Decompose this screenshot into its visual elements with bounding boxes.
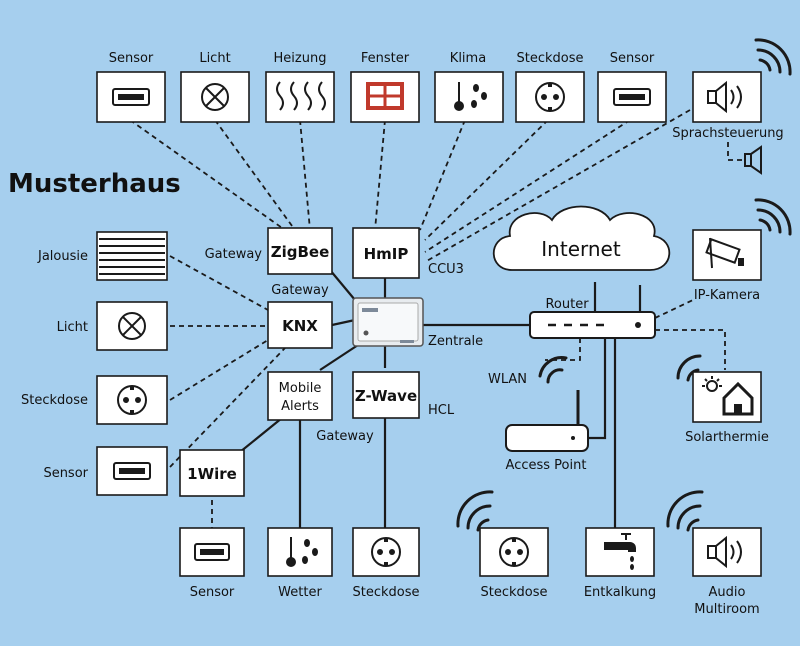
note-ccu3: CCU3 xyxy=(428,262,464,277)
hub-label-hmip: HmIP xyxy=(364,245,409,263)
device-ip-kamera xyxy=(692,229,762,281)
blinds-icon xyxy=(99,238,165,275)
lamp-icon xyxy=(201,83,229,111)
device-label-fenster: Fenster xyxy=(361,51,410,66)
hub-mobile-alerts xyxy=(267,371,333,421)
device-wetter xyxy=(267,527,333,577)
device-klima xyxy=(434,71,504,123)
device-label-licht-left: Licht xyxy=(57,320,88,335)
speaker-icon xyxy=(707,80,742,114)
sensor-icon xyxy=(113,462,151,480)
wireless-waves-icon xyxy=(754,198,792,236)
note-gateway-knx: Gateway xyxy=(271,283,329,298)
internet-cloud: Internet xyxy=(492,205,671,271)
window-icon xyxy=(366,82,404,110)
device-label-jalousie: Jalousie xyxy=(37,249,88,264)
hub-1wire xyxy=(179,449,245,497)
device-steckdose-left xyxy=(96,375,168,425)
hub-label-knx: KNX xyxy=(282,317,318,335)
device-label-sprachsteuerung: Sprachsteuerung xyxy=(672,126,783,141)
device-label-audio-line2: Multiroom xyxy=(694,602,759,617)
device-label-wetter: Wetter xyxy=(278,585,322,600)
zentrale-device xyxy=(352,297,424,347)
device-label-steckdose-wireless: Steckdose xyxy=(481,585,548,600)
small-speaker-icon xyxy=(744,145,762,175)
sensor-icon xyxy=(194,543,230,561)
note-access-point: Access Point xyxy=(506,458,587,473)
socket-icon xyxy=(535,82,565,112)
wlan-waves-icon xyxy=(538,356,568,384)
device-label-sensor-top-1: Sensor xyxy=(109,51,154,66)
right-devices: IP-Kamera Solarthermie xyxy=(676,198,792,445)
router-device xyxy=(529,311,656,339)
access-point-device xyxy=(505,390,589,452)
internet-label: Internet xyxy=(541,237,621,261)
camera-icon xyxy=(705,237,744,269)
device-label-ip-kamera: IP-Kamera xyxy=(694,288,760,303)
device-label-steckdose-bottom: Steckdose xyxy=(353,585,420,600)
diagram-title: Musterhaus xyxy=(8,169,181,199)
device-label-steckdose-left: Steckdose xyxy=(21,393,88,408)
device-label-entkalkung: Entkalkung xyxy=(584,585,656,600)
hub-label-mobile-line1: Mobile xyxy=(279,381,322,396)
device-label-solarthermie: Solarthermie xyxy=(685,430,769,445)
device-label-steckdose-top: Steckdose xyxy=(517,51,584,66)
device-label-licht-top: Licht xyxy=(199,51,230,66)
note-wlan: WLAN xyxy=(488,372,527,387)
wireless-waves-icon xyxy=(666,490,704,532)
top-devices: Sensor Licht Heizung Fenster xyxy=(96,38,792,175)
faucet-icon xyxy=(604,533,636,570)
note-hcl: HCL xyxy=(428,403,455,418)
house-icon xyxy=(722,381,754,416)
device-steckdose-top xyxy=(515,71,585,123)
wireless-waves-icon xyxy=(456,490,494,532)
sensor-icon xyxy=(112,88,150,106)
heating-icon xyxy=(276,81,326,111)
device-label-klima: Klima xyxy=(450,51,486,66)
note-router: Router xyxy=(545,297,589,312)
wireless-waves-icon xyxy=(754,38,792,76)
thermometer-icon xyxy=(286,537,318,567)
sun-icon xyxy=(702,376,722,392)
left-devices: Jalousie Licht Steckdose Sensor xyxy=(21,231,168,496)
hub-label-zwave: Z-Wave xyxy=(355,387,417,405)
device-label-heizung: Heizung xyxy=(274,51,327,66)
hub-knx xyxy=(267,301,333,349)
socket-icon xyxy=(499,537,529,567)
device-steckdose-bottom xyxy=(352,527,420,577)
speaker-icon xyxy=(707,535,742,569)
hub-zwave xyxy=(352,371,420,419)
device-steckdose-wireless xyxy=(479,527,549,577)
note-gateway-zwave: Gateway xyxy=(316,429,374,444)
thermometer-icon xyxy=(454,82,487,111)
note-zentrale: Zentrale xyxy=(428,334,483,349)
hub-zigbee xyxy=(267,227,333,275)
hub-hmip xyxy=(352,227,420,279)
wireless-waves-icon xyxy=(676,354,702,382)
device-label-audio-line1: Audio xyxy=(709,585,746,600)
device-entkalkung xyxy=(585,527,655,577)
sensor-icon xyxy=(613,88,651,106)
note-gateway-zigbee: Gateway xyxy=(205,247,263,262)
hubs: Gateway ZigBee HmIP CCU3 Gateway KNX Mob… xyxy=(179,227,464,497)
hub-label-mobile-line2: Alerts xyxy=(281,399,319,414)
hub-label-1wire: 1Wire xyxy=(187,465,237,483)
device-label-sensor-bottom: Sensor xyxy=(190,585,235,600)
device-label-sensor-left: Sensor xyxy=(43,466,88,481)
connections xyxy=(129,109,745,530)
bottom-devices: Sensor Wetter Steckdose xyxy=(179,490,762,617)
device-label-sensor-top-2: Sensor xyxy=(610,51,655,66)
lamp-icon xyxy=(118,312,146,340)
socket-icon xyxy=(371,537,401,567)
socket-icon xyxy=(117,385,147,415)
hub-label-zigbee: ZigBee xyxy=(271,243,330,261)
